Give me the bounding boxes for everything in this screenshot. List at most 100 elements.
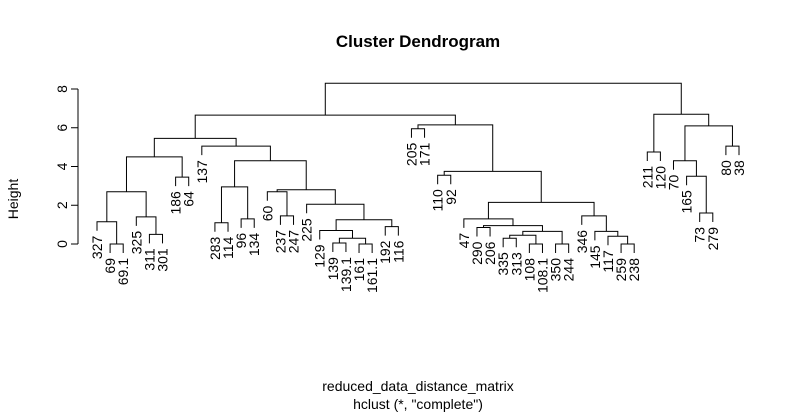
leaf-label: 73 bbox=[692, 227, 708, 243]
y-tick-label: 6 bbox=[54, 124, 70, 132]
dendrogram-link bbox=[528, 243, 543, 253]
leaf-label: 70 bbox=[665, 174, 681, 190]
y-tick-label: 2 bbox=[54, 201, 70, 209]
leaf-label: 117 bbox=[600, 250, 616, 273]
dendrogram-link bbox=[306, 203, 365, 220]
dendrogram-link bbox=[234, 160, 307, 190]
dendrogram-link bbox=[509, 234, 537, 244]
leaf-label: 114 bbox=[220, 236, 236, 259]
dendrogram-link bbox=[175, 176, 190, 187]
leaf-label: 192 bbox=[377, 240, 393, 264]
dendrogram-link bbox=[220, 186, 249, 223]
dendrogram-link bbox=[148, 233, 164, 244]
dendrogram-link bbox=[672, 160, 697, 177]
dendrogram-link bbox=[201, 145, 271, 161]
dendrogram-link bbox=[502, 237, 517, 248]
dendrogram-link bbox=[437, 174, 452, 185]
leaf-label: 206 bbox=[482, 241, 498, 265]
dendrogram-link bbox=[319, 229, 353, 240]
dendrogram-link bbox=[214, 222, 229, 232]
leaf-label: 247 bbox=[286, 230, 302, 254]
leaf-label: 110 bbox=[430, 189, 446, 212]
dendrogram-link bbox=[686, 175, 707, 213]
leaf-label: 313 bbox=[508, 252, 524, 276]
leaf-label: 120 bbox=[652, 166, 668, 190]
leaf-label: 129 bbox=[312, 244, 328, 268]
leaf-label: 80 bbox=[718, 160, 734, 176]
leaf-label: 186 bbox=[168, 191, 184, 215]
leaf-label: 225 bbox=[299, 218, 315, 242]
method-sublabel: hclust (*, "complete") bbox=[353, 396, 483, 412]
leaf-label: 64 bbox=[181, 191, 197, 207]
leaf-label: 171 bbox=[417, 143, 433, 167]
leaf-label: 205 bbox=[403, 143, 419, 167]
dendrogram-link bbox=[279, 215, 295, 225]
leaf-label: 279 bbox=[705, 227, 721, 251]
leaf-label: 38 bbox=[731, 160, 747, 176]
dendrogram-link bbox=[194, 114, 456, 139]
leaf-label: 237 bbox=[272, 230, 288, 254]
leaf-label: 139.1 bbox=[338, 257, 354, 292]
leaf-label: 96 bbox=[233, 233, 249, 249]
dendrogram-link bbox=[240, 218, 255, 228]
dendrogram-link bbox=[476, 227, 491, 237]
leaf-label: 335 bbox=[495, 252, 511, 276]
y-axis-label: Height bbox=[5, 179, 21, 220]
dendrogram-link bbox=[581, 215, 607, 232]
dendrogram-link bbox=[487, 201, 595, 219]
x-axis-label: reduced_data_distance_matrix bbox=[322, 378, 513, 394]
leaf-label: 311 bbox=[141, 248, 157, 271]
leaf-label: 69 bbox=[102, 258, 118, 274]
leaf-label: 137 bbox=[194, 160, 210, 184]
leaf-label: 108.1 bbox=[534, 258, 550, 293]
leaf-label: 47 bbox=[456, 233, 472, 249]
leaf-label: 165 bbox=[679, 190, 695, 214]
leaf-label: 116 bbox=[390, 240, 406, 263]
dendrogram-link bbox=[443, 170, 542, 203]
dendrogram-link bbox=[522, 230, 563, 244]
dendrogram-links bbox=[96, 82, 740, 253]
dendrogram-link bbox=[332, 242, 347, 253]
dendrogram-link bbox=[653, 113, 710, 152]
dendrogram-link bbox=[646, 151, 661, 161]
dendrogram-link bbox=[153, 137, 237, 157]
leaf-label: 69.1 bbox=[115, 258, 131, 285]
leaf-label: 301 bbox=[155, 248, 171, 272]
leaf-label: 244 bbox=[561, 258, 577, 282]
leaf-label: 350 bbox=[548, 258, 564, 282]
leaf-label: 283 bbox=[207, 236, 223, 260]
leaf-label: 259 bbox=[613, 258, 629, 282]
leaf-label: 134 bbox=[246, 233, 262, 257]
leaf-label: 92 bbox=[443, 189, 459, 205]
dendrogram-link bbox=[384, 226, 399, 236]
dendrogram-link bbox=[324, 82, 682, 116]
leaf-label: 161 bbox=[351, 258, 367, 282]
dendrogram-link bbox=[725, 145, 740, 156]
leaf-label: 238 bbox=[626, 258, 642, 282]
dendrogram-link bbox=[338, 237, 367, 244]
leaf-label: 346 bbox=[574, 230, 590, 254]
dendrogram-link bbox=[106, 191, 147, 222]
y-tick-label: 0 bbox=[54, 240, 70, 248]
leaf-label: 108 bbox=[521, 258, 537, 282]
leaf-label: 290 bbox=[469, 241, 485, 265]
dendrogram-link bbox=[699, 212, 714, 222]
leaf-label: 145 bbox=[587, 245, 603, 269]
y-tick-label: 8 bbox=[54, 85, 70, 93]
dendrogram-link bbox=[335, 219, 393, 231]
dendrogram-link bbox=[125, 156, 183, 192]
leaf-label: 327 bbox=[89, 236, 105, 260]
leaf-label: 211 bbox=[639, 166, 655, 189]
leaf-label: 325 bbox=[128, 231, 144, 255]
dendrogram-link bbox=[358, 243, 373, 253]
dendrogram-link bbox=[109, 243, 124, 253]
dendrogram-link bbox=[483, 225, 543, 232]
leaf-label: 161.1 bbox=[364, 258, 380, 293]
dendrogram-link bbox=[96, 221, 118, 244]
leaf-label: 60 bbox=[259, 205, 275, 221]
dendrogram-link bbox=[620, 243, 635, 253]
dendrogram-link bbox=[684, 125, 733, 161]
